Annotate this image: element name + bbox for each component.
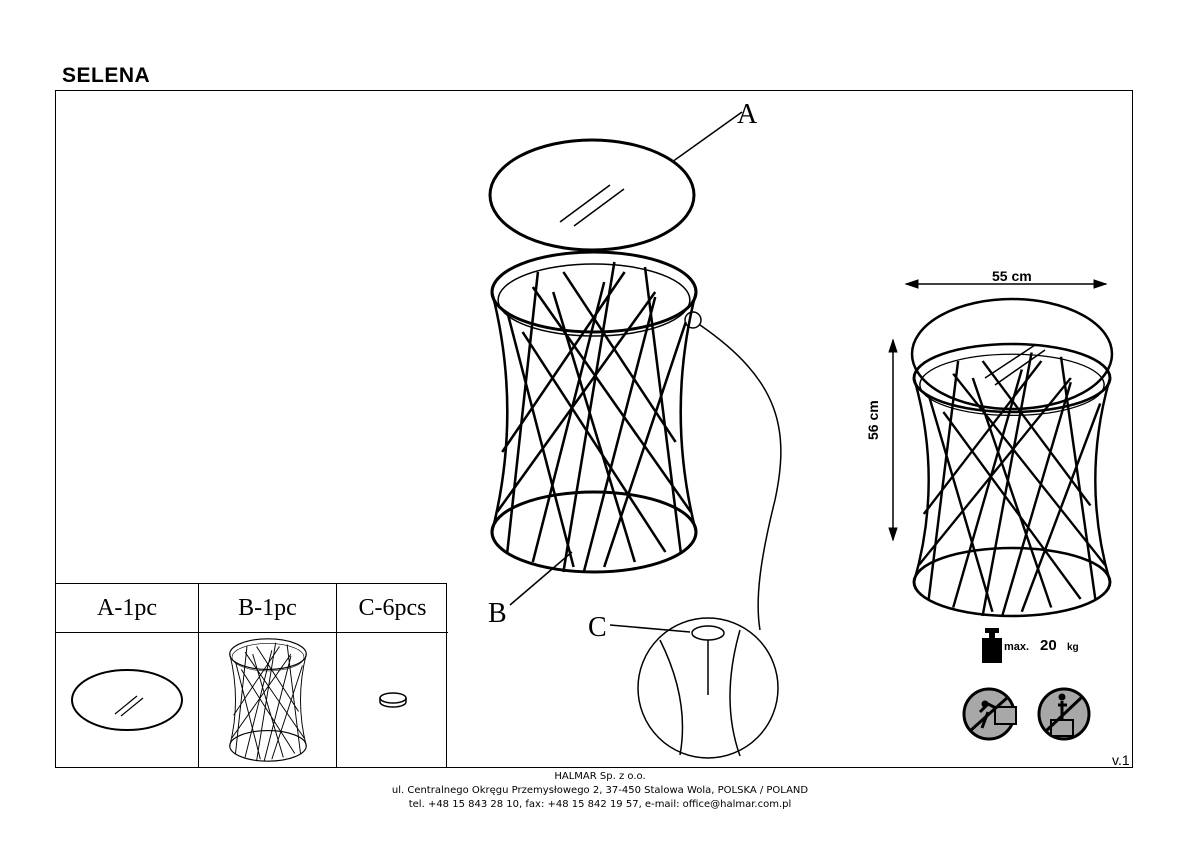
company-contact: tel. +48 15 843 28 10, fax: +48 15 842 1… — [408, 799, 792, 810]
product-title: SELENA — [62, 64, 151, 87]
max-load-label: max. — [1004, 641, 1030, 653]
callout-a-arrow — [671, 111, 743, 163]
part-a-label: A-1pc — [56, 584, 199, 633]
glass-top-drawing — [488, 138, 696, 252]
max-load-unit: kg — [1067, 642, 1079, 653]
company-address: ul. Centralnego Okręgu Przemysłowego 2, … — [391, 785, 809, 796]
no-climbing-icon — [962, 687, 1017, 741]
part-b-cell — [199, 633, 337, 767]
no-standing-icon — [1037, 687, 1091, 741]
footer: HALMAR Sp. z o.o. ul. Centralnego Okręgu… — [0, 770, 1200, 812]
height-dimension: 56 cm — [865, 400, 881, 440]
parts-table: A-1pc B-1pc C-6pcs — [55, 583, 448, 768]
max-load-value: 20 — [1040, 637, 1057, 654]
width-dimension: 55 cm — [992, 268, 1032, 284]
drawing-frame — [55, 90, 1133, 768]
company-name: HALMAR Sp. z o.o. — [554, 771, 646, 782]
version-label: v.1 — [1112, 752, 1130, 768]
metal-frame-icon — [228, 638, 307, 762]
pad-icon — [378, 692, 407, 708]
callout-b-arrow — [509, 551, 573, 606]
pad-detail-drawing — [637, 617, 779, 759]
part-c-label: C-6pcs — [337, 584, 448, 633]
callout-b: B — [488, 598, 507, 629]
part-c-cell — [337, 633, 448, 767]
part-b-label: B-1pc — [199, 584, 337, 633]
callout-c-arrow — [609, 624, 691, 633]
weight-icon — [982, 628, 1002, 663]
part-a-cell — [56, 633, 199, 767]
callout-c: C — [588, 612, 607, 643]
glass-top-icon — [71, 669, 183, 731]
dimension-view — [888, 279, 1114, 618]
metal-frame-drawing — [490, 250, 698, 574]
callout-a: A — [737, 99, 758, 130]
